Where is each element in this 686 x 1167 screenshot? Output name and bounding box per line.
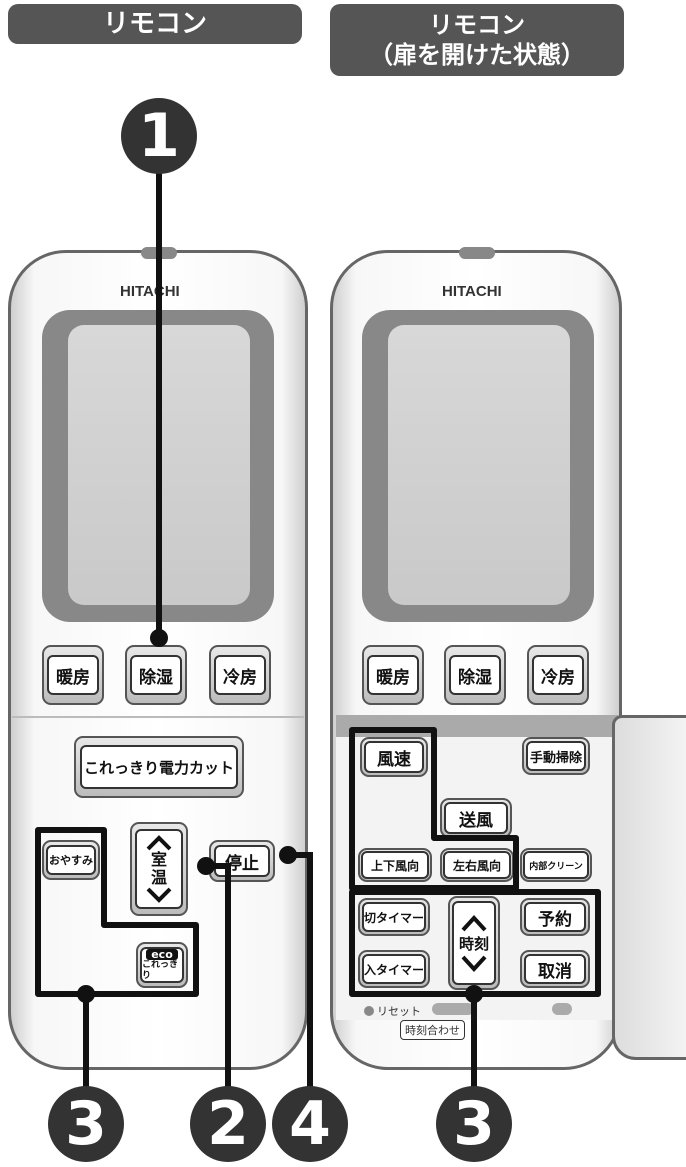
clock-button[interactable]: 時刻 [448,896,500,990]
right-lcd-screen [388,325,570,605]
manual-clean-label: 手動掃除 [529,750,582,766]
left-cool-button[interactable]: 冷房 [209,645,271,705]
indicator-led [552,1003,572,1015]
stop-label: 停止 [225,853,259,874]
left-brand-logo: HITACHI [120,283,180,300]
left-heat-label: 暖房 [56,667,90,688]
up-down-label: 上下風向 [370,858,419,873]
leader-2-dot [197,857,215,875]
leader-3a-dot [77,985,95,1003]
callout-2: 2 [190,1086,266,1162]
reset-slot [432,1003,474,1015]
clock-chevron-down-icon [461,955,487,972]
on-timer-label: 入タイマー [364,962,425,977]
right-dehumidify-label: 除湿 [458,667,492,688]
off-timer-button[interactable]: 切タイマー [358,898,430,936]
right-heat-label: 暖房 [376,667,410,688]
highlight-timer-group [349,889,601,997]
stop-button[interactable]: 停止 [209,840,275,882]
right-header-line1: リモコン [429,11,525,39]
inner-clean-button[interactable]: 内部クリーン [520,848,592,882]
reserve-button[interactable]: 予約 [520,898,590,936]
leader-2 [206,863,231,1095]
callout-3-left: 3 [48,1086,124,1162]
right-cool-button[interactable]: 冷房 [527,645,589,705]
callout-3-right: 3 [436,1086,512,1162]
reserve-label: 予約 [538,909,572,930]
oyasumi-button[interactable]: おやすみ [42,840,100,880]
left-dehumidify-button[interactable]: 除湿 [125,645,187,705]
clock-set-label: 時刻合わせ [405,1024,460,1037]
right-header: リモコン （扉を開けた状態） [330,4,624,76]
power-cut-label: これっきり電力カット [83,758,234,777]
highlight-fan-group [349,727,519,891]
callout-4: 4 [272,1086,348,1162]
left-heat-button[interactable]: 暖房 [42,645,104,705]
right-dehumidify-button[interactable]: 除湿 [444,645,506,705]
fan-speed-label: 風速 [377,749,411,770]
eco-label: eco [146,948,178,960]
manual-clean-button[interactable]: 手動掃除 [522,737,590,775]
reset-dot-icon [364,1006,374,1016]
clock-label: 時刻 [458,934,489,953]
up-down-button[interactable]: 上下風向 [358,848,432,882]
reset-button[interactable]: リセット [364,1003,421,1019]
cancel-button[interactable]: 取消 [520,950,590,988]
leader-4 [288,852,313,1095]
fan-speed-button[interactable]: 風速 [360,737,428,777]
highlight-sleep-eco [35,827,199,997]
room-temp-label: 室温 [150,850,167,887]
clock-chevron-up-icon [461,914,487,931]
right-ir-emitter [459,247,495,259]
left-body-divider [12,716,304,718]
right-heat-button[interactable]: 暖房 [362,645,424,705]
remote-door [612,715,686,1060]
reset-label: リセット [377,1005,421,1018]
leader-4-dot [279,846,297,864]
oyasumi-label: おやすみ [49,854,93,867]
eco-sub-label: これっきり [142,959,179,981]
blow-button[interactable]: 送風 [440,798,512,838]
power-cut-button[interactable]: これっきり電力カット [74,736,244,798]
left-right-button[interactable]: 左右風向 [440,848,514,882]
clock-set-button[interactable]: 時刻合わせ [400,1020,465,1040]
right-brand-logo: HITACHI [442,283,502,300]
left-header: リモコン [8,4,302,44]
chevron-down-icon [146,887,172,903]
cancel-label: 取消 [538,961,572,982]
room-temp-button[interactable]: 室温 [130,822,188,916]
left-cool-label: 冷房 [223,667,257,688]
eco-button[interactable]: eco これっきり [136,942,188,988]
blow-label: 送風 [459,810,493,831]
left-header-text: リモコン [102,9,207,39]
chevron-up-icon [146,835,172,851]
on-timer-button[interactable]: 入タイマー [358,950,430,988]
leader-1-dot [150,629,168,647]
leader-3b-dot [465,985,483,1003]
off-timer-label: 切タイマー [364,910,425,925]
left-dehumidify-label: 除湿 [139,667,173,688]
inner-clean-label: 内部クリーン [529,861,583,872]
callout-1: 1 [121,98,197,174]
left-right-label: 左右風向 [452,858,501,873]
right-cool-label: 冷房 [541,667,575,688]
right-header-line2: （扉を開けた状態） [369,41,585,69]
